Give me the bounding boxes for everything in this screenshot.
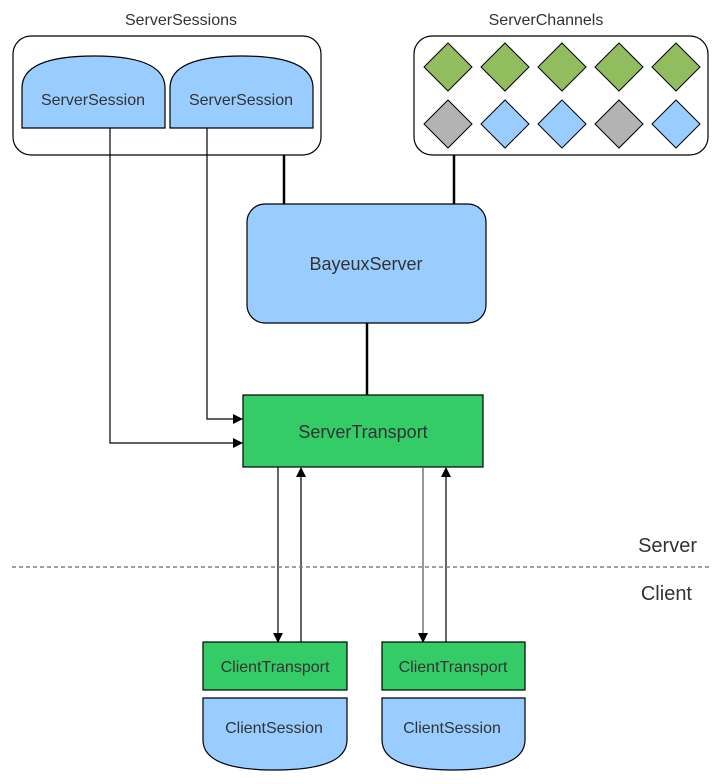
session-2-to-transport-arrow xyxy=(206,128,243,424)
server-zone-label: Server xyxy=(638,535,697,557)
server-session-2[interactable]: ServerSession xyxy=(169,55,314,129)
client-session-2-label: ClientSession xyxy=(403,720,501,737)
client-transport-2[interactable]: ClientTransport xyxy=(381,641,526,691)
channel-green-diamond[interactable] xyxy=(537,42,587,92)
channel-blue-diamond[interactable] xyxy=(651,99,701,149)
server-session-1[interactable]: ServerSession xyxy=(21,55,166,129)
client-session-2[interactable]: ClientSession xyxy=(381,697,526,771)
client-session-1-label: ClientSession xyxy=(225,720,323,737)
server-session-2-label: ServerSession xyxy=(189,92,293,109)
channel-blue-diamond[interactable] xyxy=(480,99,530,149)
client-transport-1[interactable]: ClientTransport xyxy=(202,641,348,691)
client-transport-1-label: ClientTransport xyxy=(221,659,330,676)
server-transport-label: ServerTransport xyxy=(298,422,427,442)
channel-green-diamond[interactable] xyxy=(423,42,473,92)
server-session-1-label: ServerSession xyxy=(41,92,145,109)
channel-gray-diamond[interactable] xyxy=(594,99,644,149)
channel-gray-diamond[interactable] xyxy=(423,99,473,149)
channel-green-diamond[interactable] xyxy=(651,42,701,92)
server-transport-node[interactable]: ServerTransport xyxy=(242,394,484,468)
bayeux-server-label: BayeuxServer xyxy=(309,254,422,274)
client-zone-label: Client xyxy=(641,583,693,605)
channel-green-diamond[interactable] xyxy=(594,42,644,92)
server-channels-title: ServerChannels xyxy=(489,12,604,29)
server-sessions-title: ServerSessions xyxy=(125,12,237,29)
session-1-to-transport-arrow xyxy=(109,128,243,448)
client-session-1[interactable]: ClientSession xyxy=(202,697,348,771)
channel-green-diamond[interactable] xyxy=(480,42,530,92)
channel-grid xyxy=(423,42,701,149)
channel-blue-diamond[interactable] xyxy=(537,99,587,149)
bayeux-server-node[interactable]: BayeuxServer xyxy=(246,203,487,324)
client-transport-2-label: ClientTransport xyxy=(399,659,508,676)
